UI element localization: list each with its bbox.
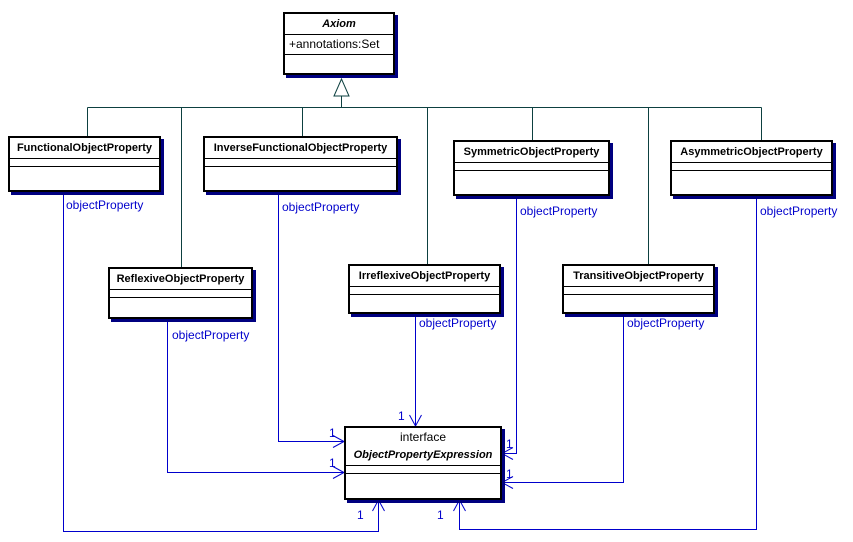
association-label-transitive: objectProperty — [627, 316, 705, 330]
attributes-compartment — [346, 466, 500, 474]
class-box-axiom[interactable]: Axiom +annotations:Set — [283, 12, 395, 75]
multiplicity-label-symmetric: 1 — [506, 437, 513, 451]
multiplicity-label-inverse-functional: 1 — [329, 426, 336, 440]
class-box-irreflexive-object-property[interactable]: IrreflexiveObjectProperty — [348, 264, 501, 314]
association-asymmetric-edge — [453, 196, 757, 530]
attributes-compartment — [205, 159, 396, 167]
open-arrowhead-icon — [372, 498, 385, 512]
methods-compartment — [205, 167, 396, 190]
methods-compartment — [672, 171, 831, 194]
open-arrowhead-icon — [500, 476, 514, 489]
multiplicity-label-functional: 1 — [357, 508, 364, 522]
methods-compartment — [110, 298, 251, 317]
methods-compartment — [10, 167, 159, 190]
class-name: ReflexiveObjectProperty — [110, 269, 251, 290]
association-symmetric-edge — [500, 196, 517, 460]
class-name: FunctionalObjectProperty — [10, 138, 159, 159]
association-label-symmetric: objectProperty — [520, 204, 598, 218]
methods-compartment — [455, 171, 608, 194]
attributes-compartment: +annotations:Set — [285, 35, 393, 55]
association-label-asymmetric: objectProperty — [760, 204, 838, 218]
generalization-triangle-icon — [333, 77, 350, 97]
interface-box-object-property-expression[interactable]: interface ObjectPropertyExpression — [344, 426, 502, 500]
class-box-reflexive-object-property[interactable]: ReflexiveObjectProperty — [108, 267, 253, 319]
association-label-irreflexive: objectProperty — [419, 316, 497, 330]
class-box-functional-object-property[interactable]: FunctionalObjectProperty — [8, 136, 161, 192]
multiplicity-label-asymmetric: 1 — [437, 508, 444, 522]
attributes-compartment — [564, 287, 713, 295]
attribute-annotations: +annotations:Set — [289, 37, 380, 51]
generalization-tree — [87, 77, 762, 267]
methods-compartment — [285, 55, 393, 73]
interface-title: interface ObjectPropertyExpression — [346, 428, 500, 466]
association-functional-edge — [63, 192, 385, 532]
attributes-compartment — [10, 159, 159, 167]
class-name: SymmetricObjectProperty — [455, 142, 608, 163]
class-box-transitive-object-property[interactable]: TransitiveObjectProperty — [562, 264, 715, 314]
class-name: InverseFunctionalObjectProperty — [205, 138, 396, 159]
association-irreflexive-edge — [409, 314, 422, 428]
interface-stereotype: interface — [399, 430, 447, 444]
class-name: Axiom — [285, 14, 393, 35]
interface-name: ObjectPropertyExpression — [353, 449, 493, 461]
association-transitive-edge — [500, 314, 624, 489]
class-box-symmetric-object-property[interactable]: SymmetricObjectProperty — [453, 140, 610, 196]
methods-compartment — [346, 474, 500, 498]
association-inverse-functional-edge — [278, 192, 346, 448]
association-label-functional: objectProperty — [66, 198, 144, 212]
open-arrowhead-icon — [500, 447, 514, 460]
open-arrowhead-icon — [453, 498, 466, 512]
attributes-compartment — [455, 163, 608, 171]
class-box-inverse-functional-object-property[interactable]: InverseFunctionalObjectProperty — [203, 136, 398, 192]
multiplicity-label-irreflexive: 1 — [398, 409, 405, 423]
class-name: IrreflexiveObjectProperty — [350, 266, 499, 287]
class-box-asymmetric-object-property[interactable]: AsymmetricObjectProperty — [670, 140, 833, 196]
association-label-inverse-functional: objectProperty — [282, 200, 360, 214]
methods-compartment — [350, 295, 499, 312]
attributes-compartment — [350, 287, 499, 295]
multiplicity-label-transitive: 1 — [506, 467, 513, 481]
attributes-compartment — [110, 290, 251, 298]
class-name: TransitiveObjectProperty — [564, 266, 713, 287]
class-name: AsymmetricObjectProperty — [672, 142, 831, 163]
association-label-reflexive: objectProperty — [172, 328, 250, 342]
attributes-compartment — [672, 163, 831, 171]
association-reflexive-edge — [167, 319, 346, 479]
multiplicity-label-reflexive: 1 — [329, 456, 336, 470]
methods-compartment — [564, 295, 713, 312]
